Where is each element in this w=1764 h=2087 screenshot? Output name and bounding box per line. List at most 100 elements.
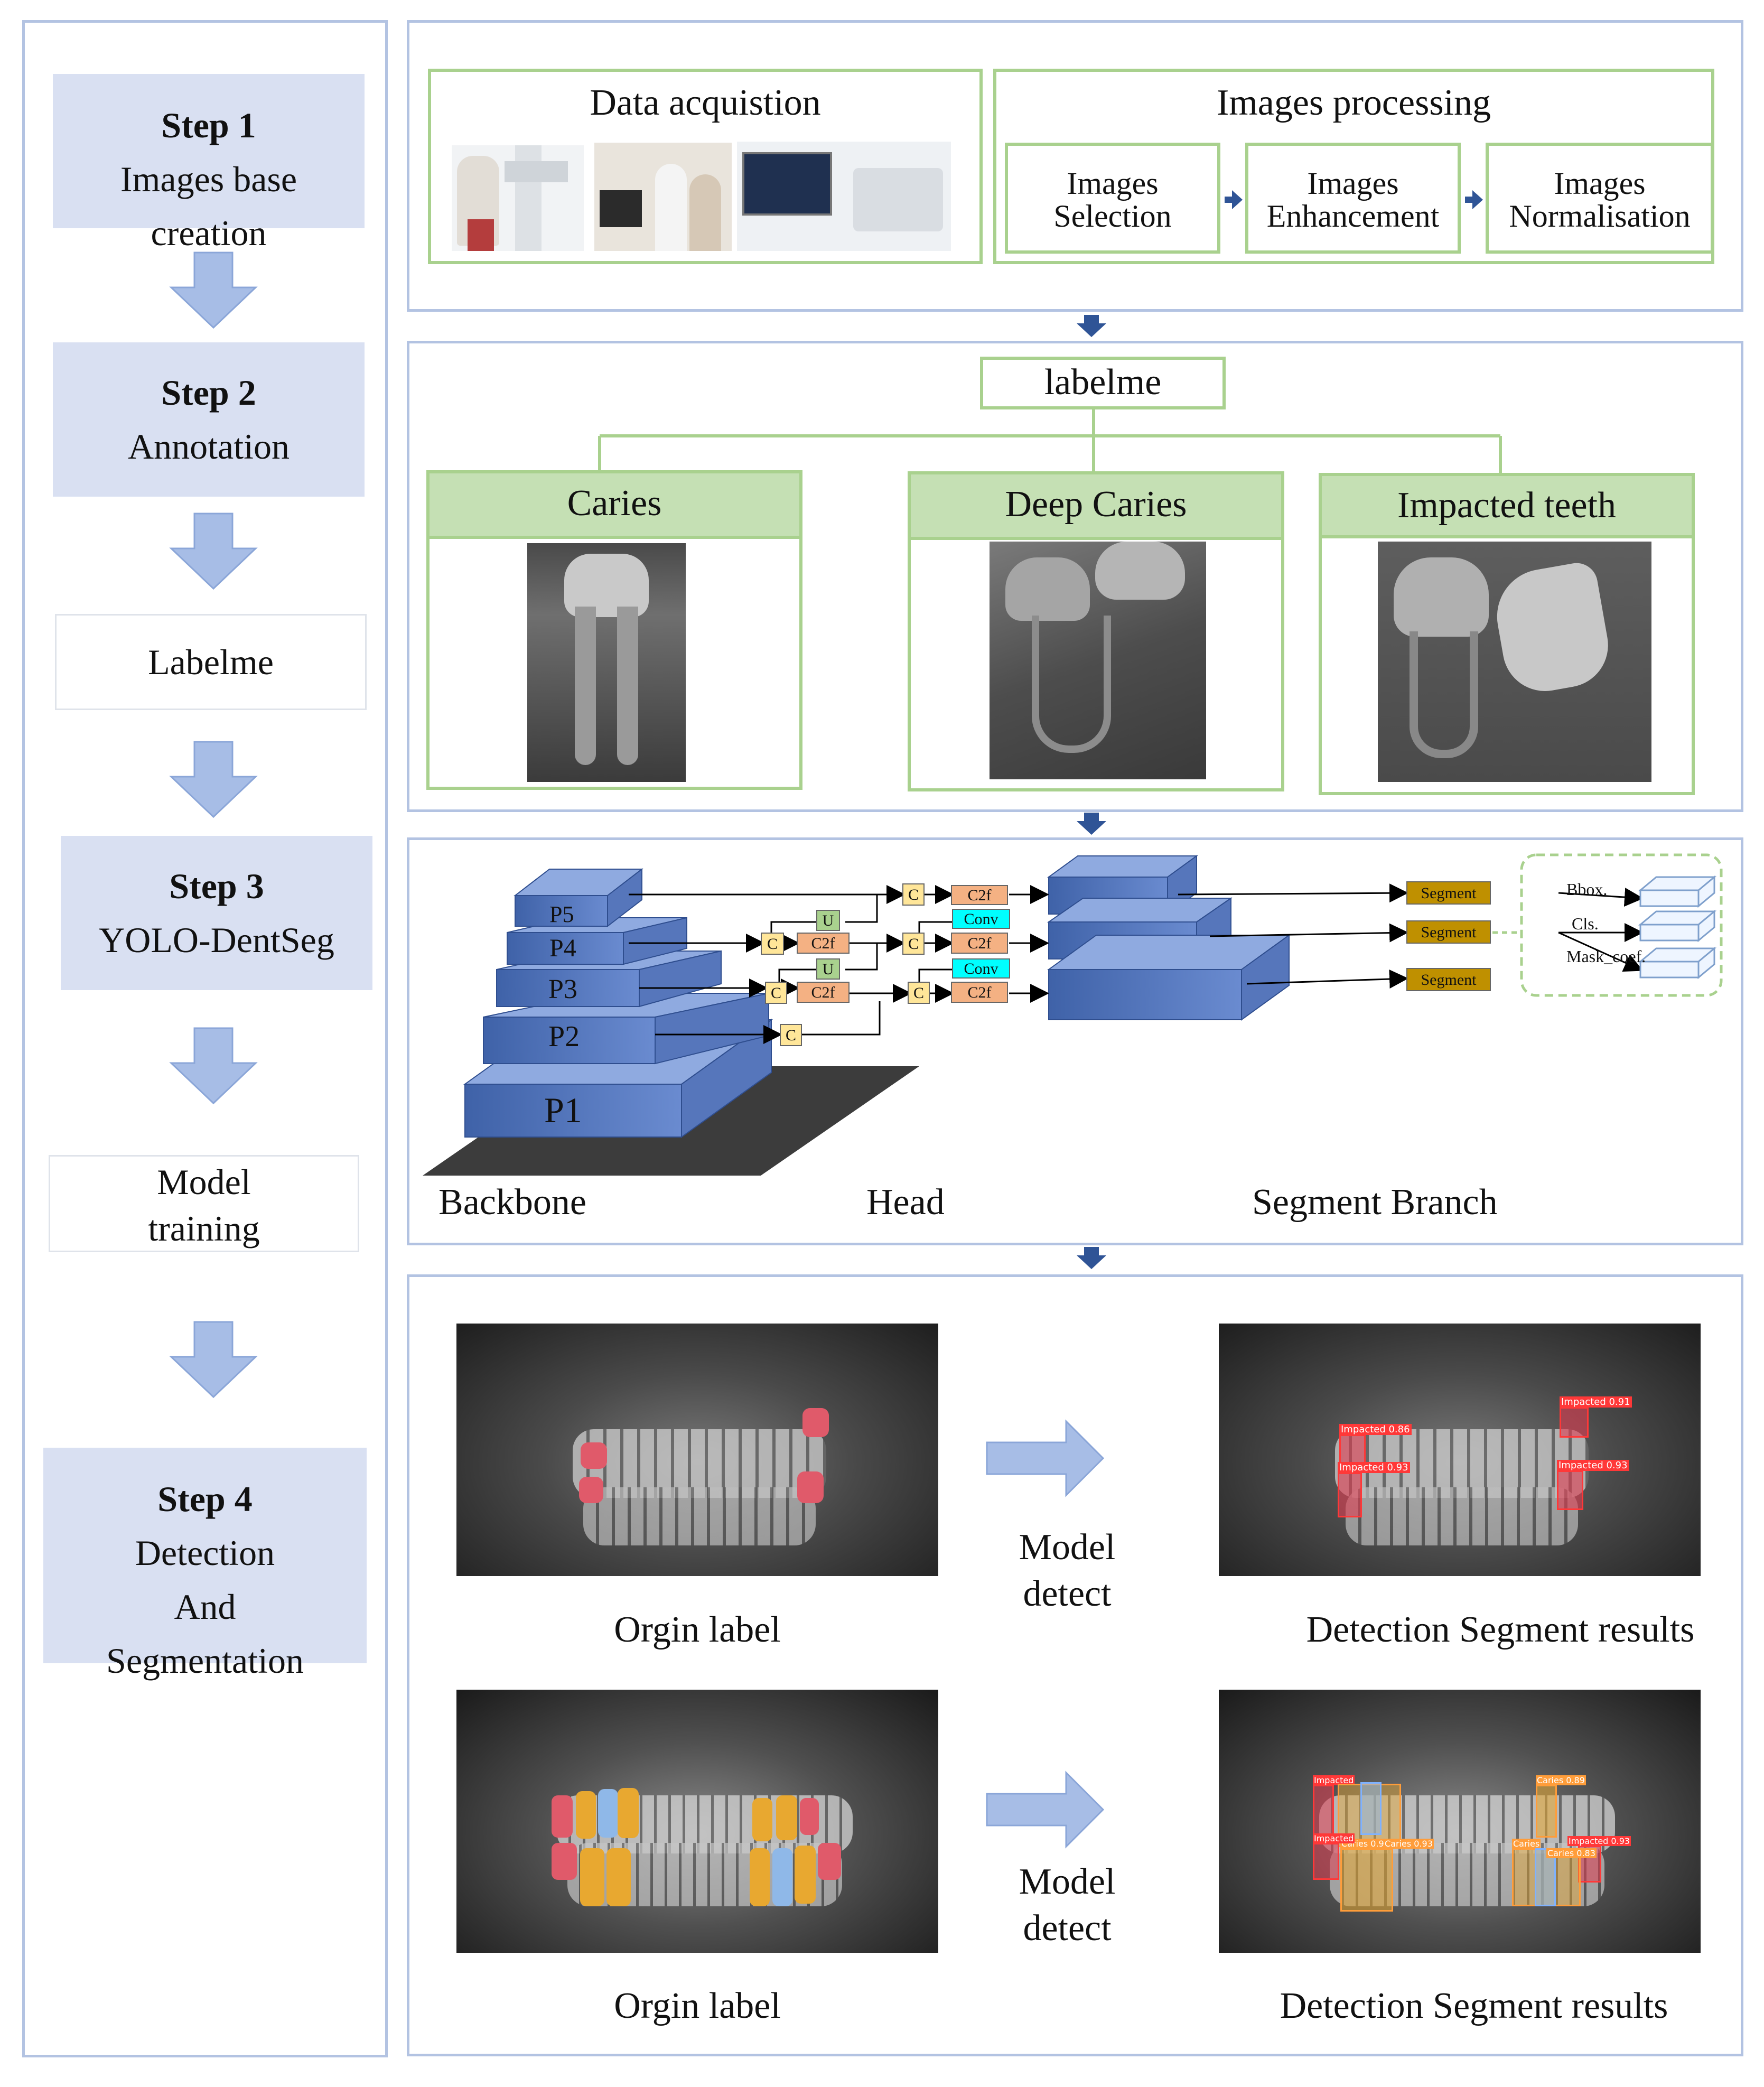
model-detect-2: Model detect: [988, 1859, 1146, 1952]
label-p3: P3: [548, 974, 577, 1004]
det2-label-5: Impacted 0.93: [1567, 1836, 1631, 1846]
step3-title: Step 3: [169, 866, 264, 906]
section-backbone: Backbone: [438, 1182, 586, 1223]
images-selection-line2: Selection: [1053, 199, 1172, 234]
segment-head-2: Segment: [1406, 920, 1491, 944]
step4-line2: And: [174, 1587, 236, 1627]
op-concat-2: C: [761, 933, 784, 955]
op-upsample-2: U: [816, 958, 840, 980]
model-training-line2: training: [148, 1208, 260, 1249]
origin-label-1: Orgin label: [614, 1609, 781, 1650]
images-normalisation-box: Images Normalisation: [1486, 143, 1714, 254]
pano-result-1: Impacted 0.86 Impacted 0.93 Impacted 0.9…: [1219, 1324, 1701, 1576]
images-normalisation-line2: Normalisation: [1509, 199, 1691, 234]
photo-ct-scanner: [737, 142, 951, 251]
op-c2f-3: C2f: [951, 933, 1008, 954]
det-label-4: Impacted 0.93: [1557, 1460, 1629, 1471]
step2-title: Step 2: [161, 372, 256, 413]
connector-arrow-3: [1077, 1247, 1106, 1269]
model-training-box: Model training: [49, 1155, 359, 1252]
op-concat-4: C: [765, 982, 787, 1004]
op-c2f-1: C2f: [951, 885, 1008, 905]
step2-box: Step 2 Annotation: [53, 342, 365, 497]
label-p5: P5: [549, 901, 574, 927]
op-c2f-5: C2f: [951, 982, 1008, 1003]
model-detect-1-line1: Model: [1019, 1527, 1116, 1568]
op-concat-3: C: [902, 933, 925, 955]
det2-label-8: Caries 0.93: [1384, 1839, 1434, 1849]
class-impacted-header: Impacted teeth: [1322, 476, 1692, 538]
output-bbox-label: Bbox.: [1566, 880, 1608, 899]
step4-line3: Segmentation: [106, 1641, 304, 1681]
op-concat-1: C: [902, 883, 925, 906]
det2-label-7: Caries 0.83: [1546, 1848, 1597, 1858]
label-p4: P4: [549, 934, 576, 962]
section-segment-branch: Segment Branch: [1252, 1182, 1498, 1223]
op-c2f-4: C2f: [797, 982, 850, 1003]
op-concat-5: C: [908, 982, 930, 1004]
labelme-label: Labelme: [148, 642, 274, 682]
output-mask-label: Mask_coef.: [1566, 947, 1646, 966]
op-upsample-1: U: [816, 910, 840, 931]
left-panel: [22, 20, 388, 2057]
photo-clinicians: [594, 143, 732, 251]
labelme-tool-box: labelme: [980, 357, 1226, 409]
det2-label-1: Impacted: [1313, 1775, 1355, 1785]
labelme-tool-label: labelme: [1044, 362, 1162, 403]
label-p1: P1: [544, 1090, 582, 1130]
connector-arrow-2: [1077, 813, 1106, 835]
xray-impacted: [1378, 542, 1651, 782]
op-concat-6: C: [780, 1024, 802, 1046]
labelme-box: Labelme: [55, 614, 367, 710]
images-processing-title: Images processing: [1216, 82, 1491, 123]
model-training-line1: Model: [157, 1162, 251, 1202]
op-c2f-2: C2f: [797, 933, 850, 954]
images-enhancement-line1: Images: [1307, 166, 1399, 201]
step1-line2: creation: [151, 213, 267, 253]
det2-label-4: Caries 0.89: [1536, 1775, 1586, 1785]
det2-label-3: Impacted: [1313, 1833, 1355, 1843]
output-cls-label: Cls.: [1572, 914, 1599, 933]
det-label-2: Impacted 0.93: [1338, 1462, 1410, 1473]
pano-result-2: Impacted Caries 0.96 Impacted Caries 0.8…: [1219, 1690, 1701, 1953]
pano-origin-2: [456, 1690, 938, 1953]
pano-origin-1: [456, 1324, 938, 1576]
photo-xray-machine: [452, 145, 584, 251]
origin-label-2: Orgin label: [614, 1986, 781, 2026]
images-enhancement-line2: Enhancement: [1266, 199, 1440, 234]
step1-box: Step 1 Images base creation: [53, 74, 365, 253]
data-acquisition-title: Data acquistion: [590, 82, 821, 123]
images-enhancement-box: Images Enhancement: [1245, 143, 1461, 254]
images-selection-line1: Images: [1067, 166, 1159, 201]
results-label-2: Detection Segment results: [1280, 1986, 1668, 2026]
xray-caries: [527, 543, 686, 782]
class-deep-caries-header: Deep Caries: [911, 474, 1281, 540]
segment-head-3: Segment: [1406, 968, 1491, 991]
step1-title: Step 1: [161, 105, 256, 145]
results-label-1: Detection Segment results: [1306, 1609, 1695, 1650]
section-head: Head: [866, 1182, 945, 1223]
model-detect-1: Model detect: [988, 1524, 1146, 1617]
model-detect-1-line2: detect: [1023, 1573, 1112, 1614]
model-detect-2-line2: detect: [1023, 1908, 1112, 1949]
step4-title: Step 4: [157, 1479, 253, 1519]
det-label-1: Impacted 0.86: [1339, 1424, 1412, 1435]
step3-line1: YOLO-DentSeg: [99, 920, 334, 960]
step2-line1: Annotation: [128, 426, 290, 467]
det-label-3: Impacted 0.91: [1560, 1396, 1632, 1408]
model-detect-2-line1: Model: [1019, 1861, 1116, 1902]
op-conv-2: Conv: [952, 958, 1010, 979]
label-p2: P2: [548, 1020, 580, 1053]
det2-label-6: Caries: [1512, 1839, 1541, 1849]
class-caries-header: Caries: [430, 473, 799, 539]
op-conv-1: Conv: [952, 909, 1010, 929]
step3-box: Step 3 YOLO-DentSeg: [61, 836, 372, 990]
step4-line1: Detection: [135, 1533, 275, 1573]
xray-deep-caries: [990, 542, 1206, 779]
images-normalisation-line1: Images: [1554, 166, 1646, 201]
step1-line1: Images base: [120, 159, 297, 199]
images-selection-box: Images Selection: [1005, 143, 1220, 254]
step4-box: Step 4 Detection And Segmentation: [43, 1448, 367, 1681]
segment-head-1: Segment: [1406, 881, 1491, 905]
connector-arrow-1: [1077, 315, 1106, 337]
